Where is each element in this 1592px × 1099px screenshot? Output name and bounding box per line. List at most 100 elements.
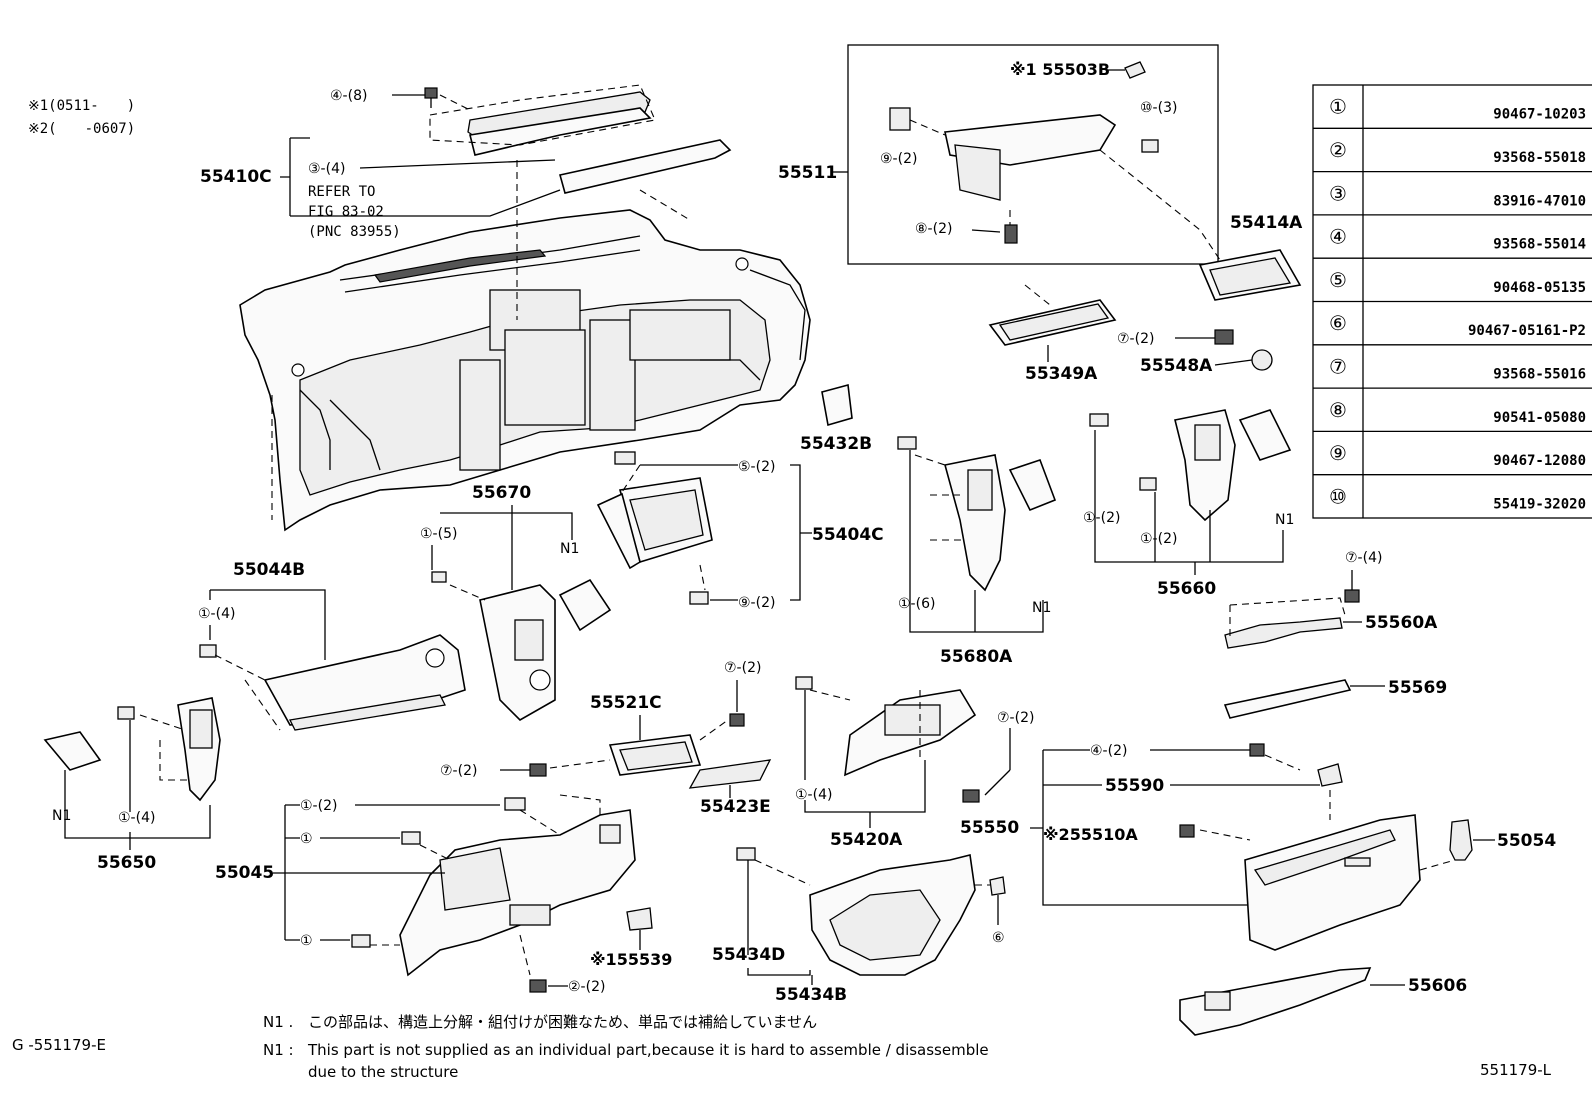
svg-text:55434B: 55434B <box>775 985 847 1005</box>
svg-text:①-(4): ①-(4) <box>795 787 832 803</box>
table-row-key: ④ <box>1329 225 1347 249</box>
svg-text:※1 55503B: ※1 55503B <box>1010 60 1110 79</box>
part-55420A: ①-(4) 55420A ⑦-(2) <box>795 676 1034 850</box>
svg-text:⑦-(2): ⑦-(2) <box>440 763 477 779</box>
svg-text:N1 .: N1 . <box>263 1013 293 1031</box>
figure-id-right: 551179-L <box>1480 1061 1552 1079</box>
svg-text:この部品は、構造上分解・組付けが困難なため、単品では補給して: この部品は、構造上分解・組付けが困難なため、単品では補給していません <box>308 1013 817 1031</box>
glovebox-upper-group: ※1 55503B ⑩-(3) ⑨-(2) ⑧-(2) 55511 <box>778 44 1219 265</box>
svg-text:②-(2): ②-(2) <box>568 979 605 995</box>
part-55670: 55670 ①-(5) N1 <box>420 483 612 721</box>
svg-text:⑧-(2): ⑧-(2) <box>915 221 952 237</box>
svg-text:55550: 55550 <box>960 818 1019 838</box>
svg-text:55349A: 55349A <box>1025 364 1098 384</box>
table-row-code: 90467-05161-P2 <box>1468 323 1586 339</box>
svg-text:55434D: 55434D <box>712 945 785 965</box>
svg-text:③-(4): ③-(4) <box>308 161 345 177</box>
svg-text:⑥: ⑥ <box>992 930 1005 946</box>
svg-text:55420A: 55420A <box>830 830 903 850</box>
svg-text:55569: 55569 <box>1388 678 1447 698</box>
part-55569: 55569 <box>1223 678 1447 719</box>
callout-4-8: ④-(8) <box>330 88 425 104</box>
svg-text:※155539: ※155539 <box>590 950 672 969</box>
svg-text:REFER TO: REFER TO <box>308 184 375 200</box>
svg-text:due to the structure: due to the structure <box>308 1063 458 1081</box>
table-row-code: 90467-10203 <box>1493 107 1586 123</box>
svg-text:(PNC 83955): (PNC 83955) <box>308 224 401 240</box>
table-row-key: ⑤ <box>1329 268 1347 292</box>
svg-text:①-(2): ①-(2) <box>300 798 337 814</box>
svg-text:①-(5): ①-(5) <box>420 526 457 542</box>
figure-id-left: G -551179-E <box>12 1036 106 1054</box>
table-row-code: 55419-32020 <box>1493 496 1586 512</box>
note-2: ※2( -0607) <box>28 121 135 137</box>
part-55606: 55606 <box>1179 967 1467 1036</box>
table-row-key: ⑧ <box>1329 398 1347 422</box>
part-55650: N1 ①-(4) 55650 <box>43 697 221 873</box>
svg-text:55650: 55650 <box>97 853 156 873</box>
svg-text:⑦-(2): ⑦-(2) <box>724 660 761 676</box>
part-55414A: 55414A <box>1099 149 1303 301</box>
table-row-code: 93568-55016 <box>1493 366 1586 382</box>
svg-text:⑨-(2): ⑨-(2) <box>738 595 775 611</box>
note-1: ※1(0511- ) <box>28 98 135 114</box>
part-55548A: ⑦-(2) 55548A <box>1117 329 1273 376</box>
svg-text:55511: 55511 <box>778 163 837 183</box>
svg-text:①-(6): ①-(6) <box>898 596 935 612</box>
part-55521C: 55521C ⑦-(2) ⑦-(2) <box>440 660 761 779</box>
part-55660: ①-(2) ①-(2) N1 55660 <box>1083 409 1294 599</box>
part-55560A: ⑦-(4) 55560A <box>1224 550 1438 649</box>
table-row-code: 83916-47010 <box>1493 193 1586 209</box>
table-row-code: 93568-55018 <box>1493 150 1586 166</box>
svg-text:55590: 55590 <box>1105 776 1164 796</box>
footer-notes: N1 . この部品は、構造上分解・組付けが困難なため、単品では補給していません … <box>12 1013 1552 1081</box>
bolt-4 <box>424 87 471 111</box>
svg-text:55414A: 55414A <box>1230 213 1303 233</box>
svg-text:N1: N1 <box>1275 512 1294 528</box>
svg-text:①-(2): ①-(2) <box>1140 531 1177 547</box>
table-row-key: ⑨ <box>1329 441 1347 465</box>
table-row-key: ⑩ <box>1329 484 1347 508</box>
table-row-key: ② <box>1329 138 1347 162</box>
part-55045: ①-(2) ① ① 55045 ②-(2) ※155539 <box>215 794 672 995</box>
part-55410C: 55410C ③-(4) REFER TO FIG 83-02 (PNC 839… <box>200 137 561 240</box>
svg-text:N1: N1 <box>52 808 71 824</box>
svg-text:※255510A: ※255510A <box>1043 825 1138 844</box>
table-row-key: ⑥ <box>1329 311 1347 335</box>
svg-text:55548A: 55548A <box>1140 356 1213 376</box>
svg-text:55670: 55670 <box>472 483 531 503</box>
svg-text:⑦-(2): ⑦-(2) <box>1117 331 1154 347</box>
svg-text:⑦-(2): ⑦-(2) <box>997 710 1034 726</box>
part-55044B: 55044B ①-(4) <box>198 560 466 731</box>
svg-text:55432B: 55432B <box>800 434 872 454</box>
table-row-code: 90541-05080 <box>1493 410 1586 426</box>
svg-text:55606: 55606 <box>1408 976 1467 996</box>
svg-text:⑤-(2): ⑤-(2) <box>738 459 775 475</box>
part-55349A: 55349A <box>988 284 1117 384</box>
svg-text:①: ① <box>300 831 313 847</box>
svg-text:55410C: 55410C <box>200 167 272 187</box>
top-bracket <box>429 84 656 156</box>
svg-text:55044B: 55044B <box>233 560 305 580</box>
part-55432B: 55432B <box>800 383 872 454</box>
part-55423E: 55423E <box>688 759 772 817</box>
part-55434B: 55434D 55434B ⑥ <box>712 847 1006 1005</box>
svg-text:①-(4): ①-(4) <box>118 810 155 826</box>
svg-text:This part is not supplied as a: This part is not supplied as an individu… <box>307 1041 989 1059</box>
svg-text:FIG 83-02: FIG 83-02 <box>308 204 384 220</box>
part-55680A: ①-(6) N1 55680A <box>897 436 1057 667</box>
table-row-key: ③ <box>1329 181 1347 205</box>
svg-text:55660: 55660 <box>1157 579 1216 599</box>
svg-text:①-(4): ①-(4) <box>198 606 235 622</box>
svg-text:④-(8): ④-(8) <box>330 88 367 104</box>
svg-text:N1: N1 <box>1032 600 1051 616</box>
table-row-code: 90468-05135 <box>1493 280 1586 296</box>
part-55404C: ⑤-(2) ⑨-(2) 55404C <box>596 451 884 611</box>
svg-text:⑩-(3): ⑩-(3) <box>1140 100 1177 116</box>
svg-text:N1 :: N1 : <box>263 1041 294 1059</box>
svg-text:④-(2): ④-(2) <box>1090 743 1127 759</box>
table-row-key: ⑦ <box>1329 354 1347 378</box>
svg-text:55404C: 55404C <box>812 525 884 545</box>
